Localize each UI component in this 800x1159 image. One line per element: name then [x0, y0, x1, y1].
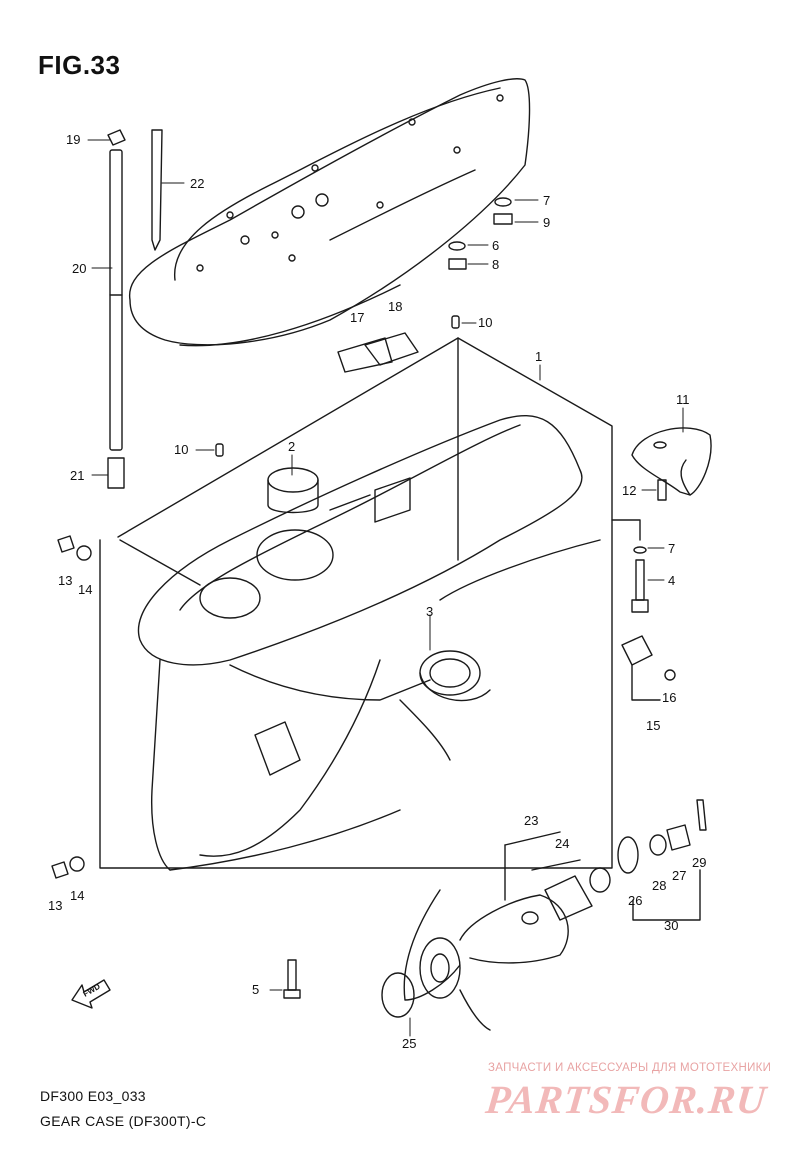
washers-nuts: [448, 197, 513, 270]
callout-20: 20: [72, 261, 86, 276]
callout-labels: 19 20 21 22 7 9 6 8 17 18 10 1 10 2 11 1…: [48, 132, 706, 1051]
callout-19: 19: [66, 132, 80, 147]
callout-11: 11: [676, 392, 690, 407]
gear-case-outline: [99, 337, 613, 869]
callout-26: 26: [628, 893, 642, 908]
prop-hardware: [617, 799, 707, 874]
spacer: [381, 972, 415, 1018]
callout-14-bottom: 14: [70, 888, 84, 903]
bolt-4: [631, 546, 649, 613]
figure-title: FIG.33: [38, 50, 121, 80]
callout-17: 17: [350, 310, 364, 325]
anti-ventilation-plate: [129, 78, 531, 347]
callout-5: 5: [252, 982, 259, 997]
dowel-pin: [215, 443, 224, 457]
callout-28: 28: [652, 878, 666, 893]
callout-13-top: 13: [58, 573, 72, 588]
callout-21: 21: [70, 468, 84, 483]
callout-9: 9: [543, 215, 550, 230]
dowel-pin: [451, 315, 460, 329]
callout-15: 15: [646, 718, 660, 733]
gear-case-body: [137, 415, 601, 871]
shift-rod: [109, 149, 123, 451]
callout-23: 23: [524, 813, 538, 828]
bolt-5: [287, 959, 297, 991]
callout-7-top: 7: [543, 193, 550, 208]
bearing-seal: [419, 650, 491, 702]
callout-8: 8: [492, 257, 499, 272]
diagram-code: DF300 E03_033: [40, 1088, 146, 1104]
callout-13-bottom: 13: [48, 898, 62, 913]
callout-4: 4: [668, 573, 675, 588]
callout-1: 1: [535, 349, 542, 364]
leader-lines: [87, 139, 684, 1037]
watermark-tagline: ЗАПЧАСТИ И АКСЕССУАРЫ ДЛЯ МОТОТЕХНИКИ: [488, 1062, 772, 1074]
callout-6: 6: [492, 238, 499, 253]
callout-14-top: 14: [78, 582, 92, 597]
callout-18: 18: [388, 299, 402, 314]
anode-block: [621, 635, 676, 701]
bolt-12: [657, 479, 667, 501]
hold-down-clips: [337, 332, 419, 373]
cable-tie: [151, 129, 163, 251]
callout-12: 12: [622, 483, 636, 498]
callout-30: 30: [664, 918, 678, 933]
callout-29: 29: [692, 855, 706, 870]
callout-10-mid: 10: [174, 442, 188, 457]
rod-clip: [107, 129, 126, 146]
callout-7-mid: 7: [668, 541, 675, 556]
fwd-arrow-icon: [71, 979, 111, 1009]
callout-3: 3: [426, 604, 433, 619]
watermark-logo: PARTSFOR.RU: [483, 1077, 769, 1122]
shift-rod-connector: [107, 457, 125, 489]
bushing: [521, 867, 611, 925]
nut-washer-upper: [57, 535, 92, 561]
callout-22: 22: [190, 176, 204, 191]
nut-washer-lower: [51, 856, 85, 879]
callout-25: 25: [402, 1036, 416, 1051]
callout-10-top: 10: [478, 315, 492, 330]
trim-tab-anode: [631, 427, 712, 496]
callout-27: 27: [672, 868, 686, 883]
callout-brackets: [504, 519, 701, 921]
diagram-name: GEAR CASE (DF300T)-C: [40, 1113, 207, 1129]
callout-24: 24: [555, 836, 569, 851]
propeller: [403, 889, 569, 1031]
callout-2: 2: [288, 439, 295, 454]
callout-16: 16: [662, 690, 676, 705]
